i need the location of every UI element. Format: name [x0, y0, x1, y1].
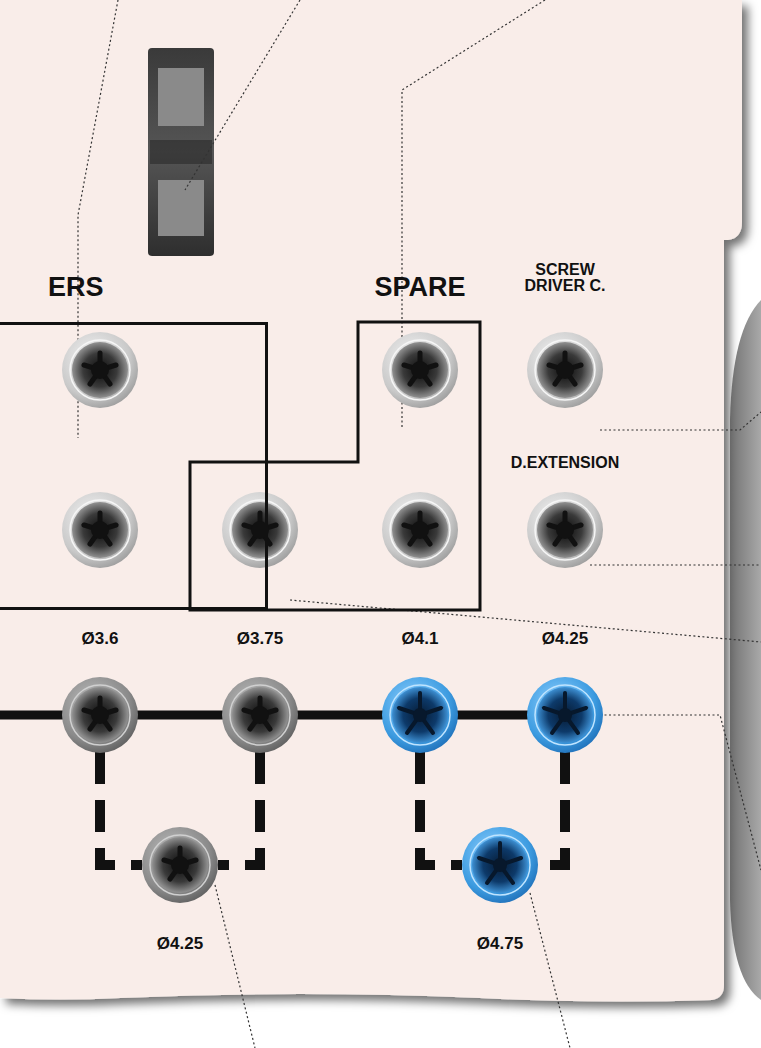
slider-part — [148, 48, 214, 256]
tray-body — [0, 0, 742, 1002]
diameter-label: Ø4.25 — [542, 630, 588, 647]
group-heading: SPARE — [374, 274, 465, 301]
tray-recess — [730, 300, 761, 1000]
group-box: ERS — [0, 322, 268, 610]
group-outline: SPARE — [190, 322, 480, 610]
diameter-label: Ø4.75 — [477, 935, 523, 952]
group-heading: ERS — [48, 274, 104, 301]
diameter-label: Ø3.6 — [82, 630, 119, 647]
diameter-label: Ø4.1 — [402, 630, 439, 647]
group-outline-shape — [190, 322, 480, 610]
leader-lines — [78, 0, 761, 1048]
silicone-holders — [62, 332, 603, 903]
part-label: D.EXTENSION — [511, 455, 619, 471]
diameter-label: Ø4.25 — [157, 935, 203, 952]
diameter-label: Ø3.75 — [237, 630, 283, 647]
part-label: SCREW DRIVER C. — [515, 262, 615, 294]
